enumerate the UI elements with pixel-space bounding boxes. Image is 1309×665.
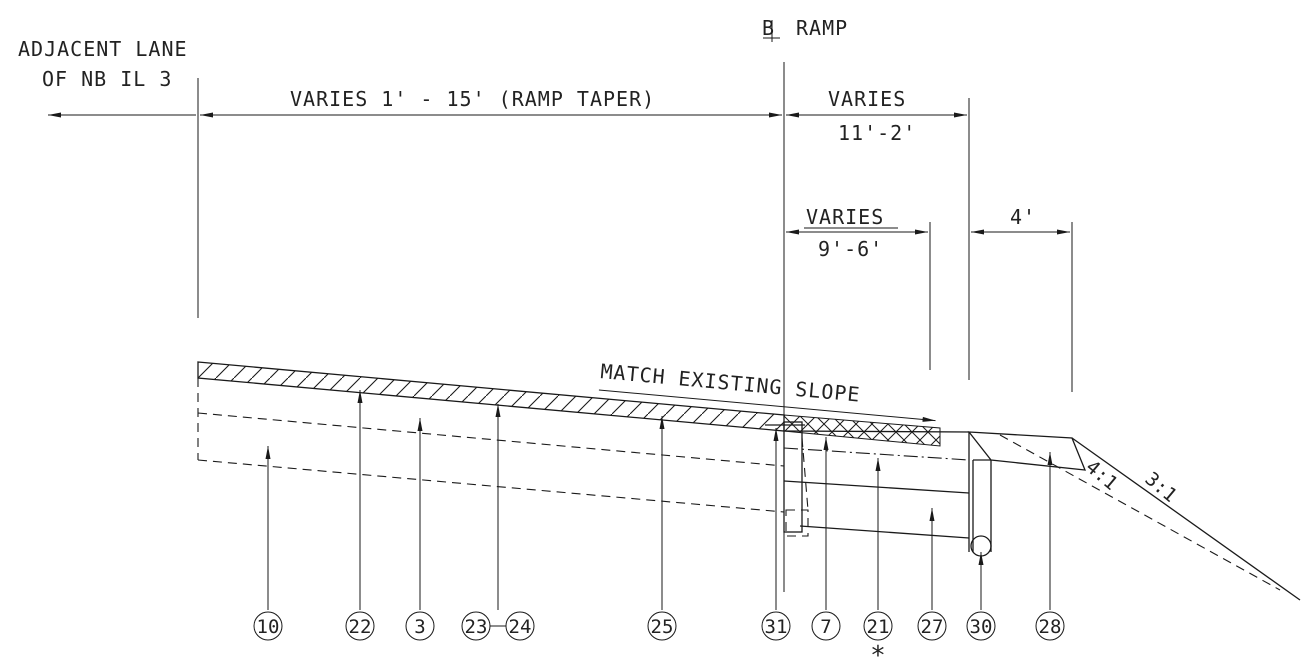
callout-7: 7 <box>811 611 841 641</box>
base-layer-line-1 <box>197 412 785 467</box>
slope-3-1-label: 3:1 <box>1141 468 1181 507</box>
callout-7-text: 7 <box>820 616 831 638</box>
callout-3: 3 <box>405 611 435 641</box>
callout-21: 21 <box>863 611 893 641</box>
curb-box-dashed <box>785 509 809 537</box>
curb-box <box>783 421 803 533</box>
callout-24: 24 <box>505 611 535 641</box>
callout-3-text: 3 <box>414 616 425 638</box>
callout-27-text: 27 <box>921 616 944 638</box>
shoulder-base-line <box>783 447 970 461</box>
callout-22: 22 <box>345 611 375 641</box>
four-ft-label: 4' <box>1010 205 1036 229</box>
varies-top-range: 11'-2' <box>838 121 916 145</box>
callout-31: 31 <box>761 611 791 641</box>
callout-25-text: 25 <box>651 616 674 638</box>
varies-mid-label: VARIES <box>806 205 884 229</box>
shoulder-layer-line-1 <box>783 480 970 494</box>
ramp-taper-dimension-text: VARIES 1' - 15' (RAMP TAPER) <box>290 87 655 111</box>
callout-21-text: 21 <box>867 616 890 638</box>
curb-dashed-diag <box>801 437 809 511</box>
match-slope-arrow <box>598 389 936 422</box>
callout-30-text: 30 <box>970 616 993 638</box>
callout-27: 27 <box>917 611 947 641</box>
slope-3-1-line <box>1071 437 1301 601</box>
callout-30: 30 <box>966 611 996 641</box>
slope-4-1-label: 4:1 <box>1081 456 1121 495</box>
cl-ramp-label: RAMP <box>796 16 848 40</box>
callout-28: 28 <box>1035 611 1065 641</box>
shoulder-layer-line-2 <box>799 525 970 539</box>
callout-31-text: 31 <box>765 616 788 638</box>
callout-22-text: 22 <box>349 616 372 638</box>
callout-10-text: 10 <box>257 616 280 638</box>
slope-4-1-line <box>999 434 1281 591</box>
varies-top-label: VARIES <box>828 87 906 111</box>
centerline-icon: B <box>762 16 780 42</box>
asterisk-note-marker: * <box>870 641 886 665</box>
callout-10: 10 <box>253 611 283 641</box>
base-layer-line-2 <box>197 459 785 513</box>
callout-24-text: 24 <box>509 616 532 638</box>
shoulder-surface-line <box>783 430 970 433</box>
adjacent-lane-label-line2: OF NB IL 3 <box>42 67 172 91</box>
callout-23-text: 23 <box>465 616 488 638</box>
varies-mid-range: 9'-6' <box>818 237 883 261</box>
callout-25: 25 <box>647 611 677 641</box>
match-existing-slope-label: MATCH EXISTING SLOPE <box>600 359 862 407</box>
callout-23: 23 <box>461 611 491 641</box>
aggregate-wedge <box>967 431 1087 471</box>
callout-28-text: 28 <box>1039 616 1062 638</box>
adjacent-lane-label-line1: ADJACENT LANE <box>18 37 188 61</box>
svg-text:B: B <box>762 16 774 40</box>
